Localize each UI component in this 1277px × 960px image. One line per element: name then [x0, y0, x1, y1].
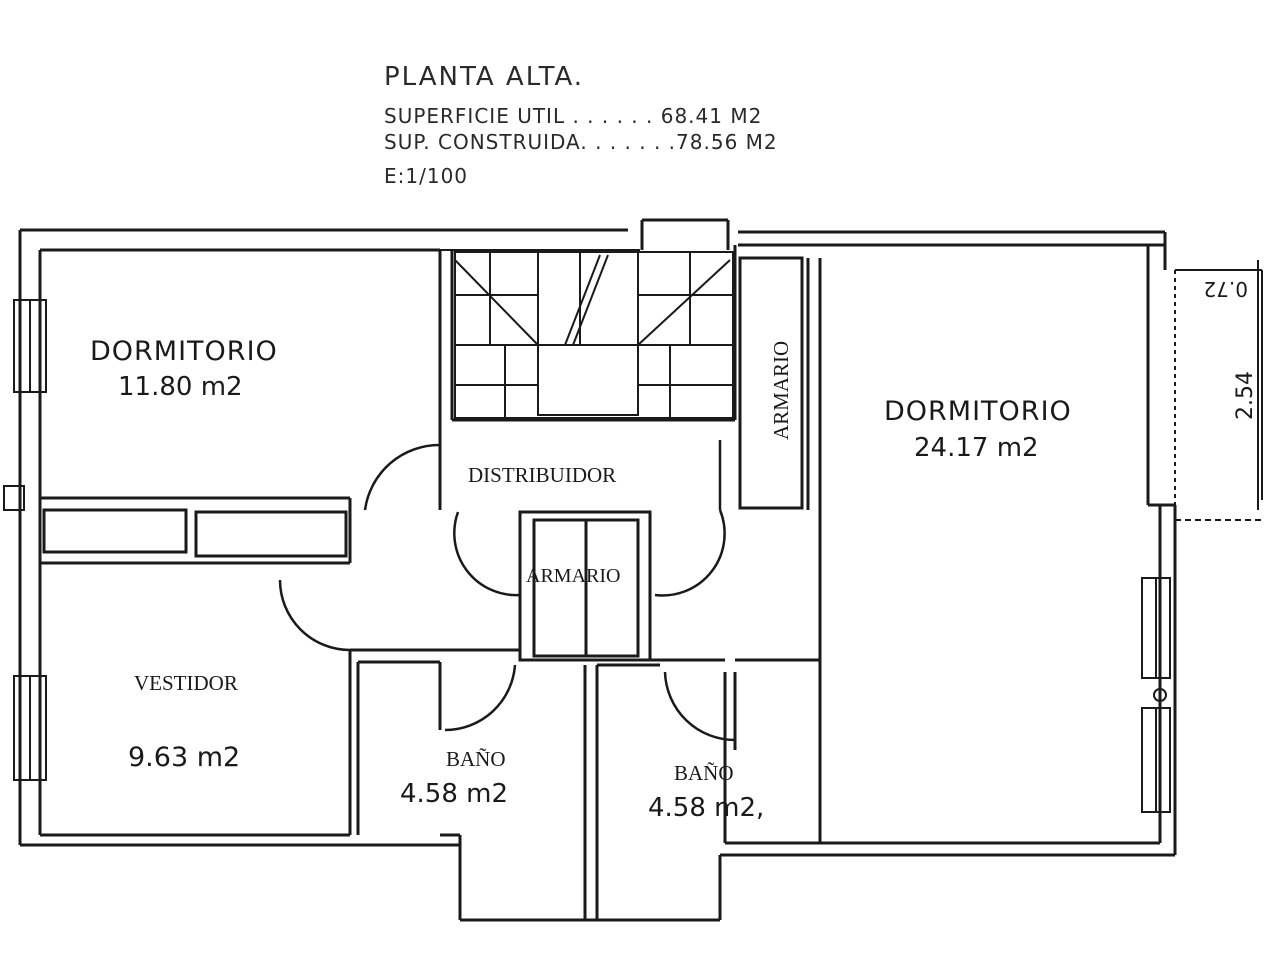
vestidor-name: VESTIDOR [134, 671, 238, 695]
right-windows [1141, 577, 1171, 813]
dormitorio-1-name: DORMITORIO [90, 336, 278, 367]
room-labels: DORMITORIO 11.80 m2 DORMITORIO 24.17 m2 … [90, 277, 1258, 823]
dormitorio-2-name: DORMITORIO [884, 396, 1072, 427]
bano-1-name: BAÑO [446, 747, 506, 771]
outer-walls [18, 218, 1177, 922]
vestidor-area: 9.63 m2 [128, 742, 240, 773]
superficie-util: SUPERFICIE UTIL . . . . . . 68.41 M2 [384, 104, 763, 128]
dormitorio-1-area: 11.80 m2 [118, 372, 243, 402]
plan-title: PLANTA ALTA. [384, 62, 585, 92]
bano-2-name: BAÑO [674, 761, 734, 785]
left-windows [3, 299, 47, 781]
scale-label: E:1/100 [384, 164, 469, 188]
interior-walls [40, 245, 822, 920]
distribuidor-name: DISTRIBUIDOR [468, 463, 616, 487]
armario-right-name: ARMARIO [769, 341, 793, 440]
door-swings [278, 440, 736, 742]
staircase [454, 251, 734, 419]
bano-1-area: 4.58 m2 [400, 779, 508, 809]
bano-2-area: 4.58 m2, [648, 793, 764, 823]
dormitorio-2-area: 24.17 m2 [914, 433, 1039, 463]
terrace-depth-dimension: 0.72 [1203, 277, 1248, 301]
terrace [1174, 260, 1263, 521]
terrace-width-dimension: 2.54 [1233, 371, 1258, 420]
armario-center-name: ARMARIO [526, 565, 620, 587]
superficie-construida: SUP. CONSTRUIDA. . . . . . .78.56 M2 [384, 130, 778, 154]
